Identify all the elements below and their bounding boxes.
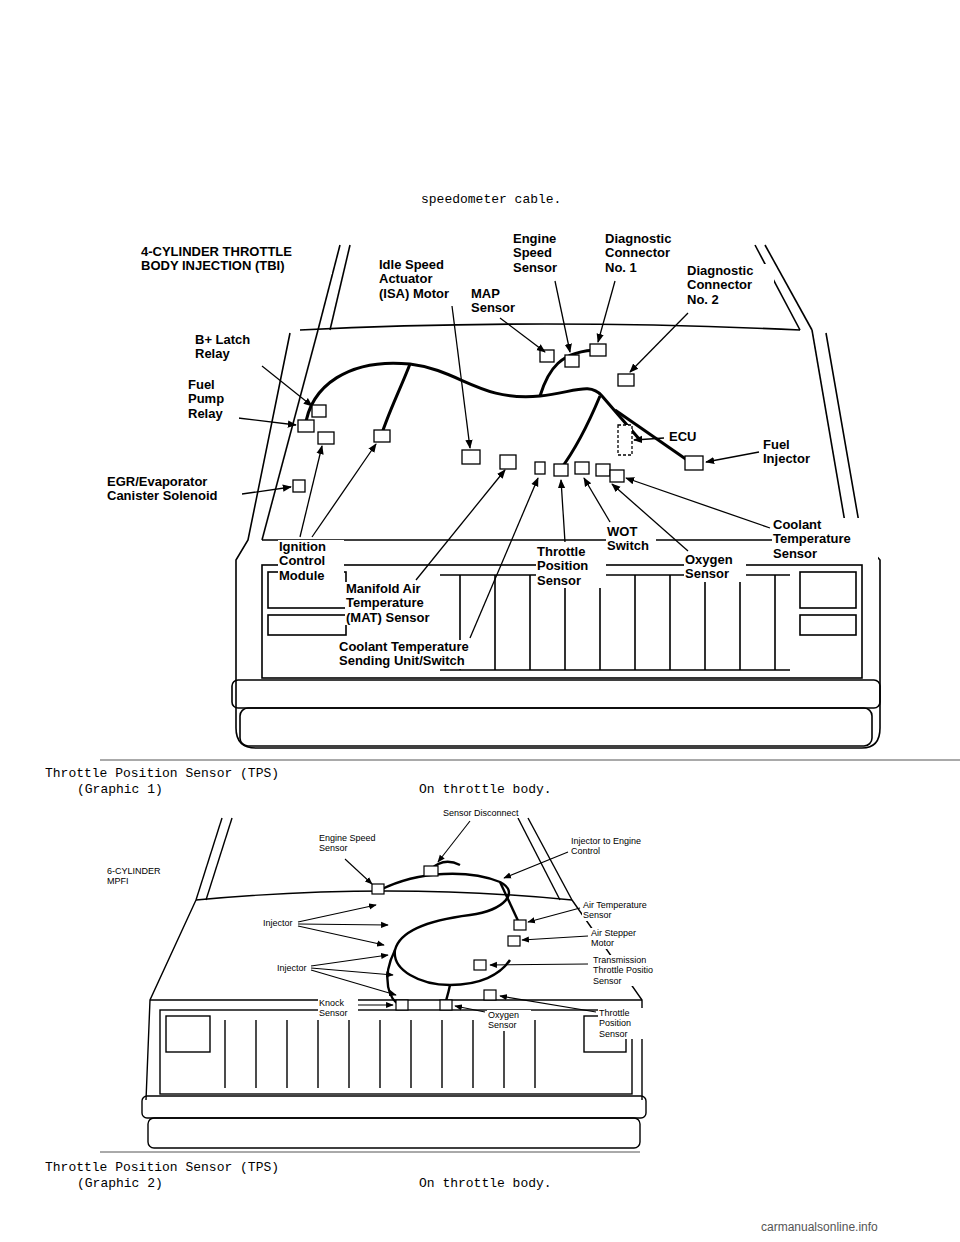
caption-text: On throttle body. <box>418 1176 553 1192</box>
part-label: Fuel Pump Relay <box>187 378 239 421</box>
part-label: Coolant Temperature Sensor <box>772 518 878 561</box>
part-label: Throttle Position Sensor <box>598 1008 648 1039</box>
part-label: Knock Sensor <box>318 998 358 1019</box>
part-label: Coolant Temperature Sending Unit/Switch <box>338 640 492 669</box>
part-label: Diagnostic Connector No. 2 <box>686 264 774 307</box>
rule-line <box>100 1152 640 1153</box>
part-label: B+ Latch Relay <box>194 333 268 362</box>
wiring-harness-1 <box>305 350 690 470</box>
leader-lines-2 <box>298 821 596 1012</box>
part-label: Engine Speed Sensor <box>318 833 380 854</box>
part-label: Throttle Position Sensor <box>536 545 606 588</box>
part-label: Injector to Engine Control <box>570 836 652 857</box>
part-label: Transmission Throttle Positio Sensor <box>592 955 666 986</box>
wiring-harness-2 <box>380 862 520 1005</box>
part-label: Idle Speed Actuator (ISA) Motor <box>378 258 460 301</box>
part-label: Injector <box>262 918 294 928</box>
part-label: Diagnostic Connector No. 1 <box>604 232 688 275</box>
part-label: MAP Sensor <box>470 287 522 316</box>
page-text: speedometer cable. <box>420 192 562 208</box>
caption-text: On throttle body. <box>418 782 553 798</box>
watermark: carmanualsonline.info <box>760 1220 879 1234</box>
part-label: Oxygen Sensor <box>684 553 746 582</box>
part-label: Fuel Injector <box>762 438 826 467</box>
leader-lines-1 <box>238 281 770 638</box>
part-label: EGR/Evaporator Canister Solenoid <box>106 475 242 504</box>
part-label: Sensor Disconnect <box>442 808 520 818</box>
part-label: Air Temperature Sensor <box>582 900 664 921</box>
vehicle-outline-1 <box>232 245 880 748</box>
caption-text: Throttle Position Sensor (TPS) (Graphic … <box>45 1160 310 1192</box>
part-label: Injector <box>276 963 308 973</box>
part-label: Manifold Air Temperature (MAT) Sensor <box>345 582 455 625</box>
part-label: Oxygen Sensor <box>487 1010 531 1031</box>
figure-title: 4-CYLINDER THROTTLE BODY INJECTION (TBI) <box>140 245 332 274</box>
harness-connectors-1 <box>293 344 703 492</box>
figure-title: 6-CYLINDER MPFI <box>106 866 172 887</box>
harness-connectors-2 <box>372 866 526 1010</box>
part-label: Ignition Control Module <box>278 540 344 583</box>
part-label: Engine Speed Sensor <box>512 232 582 275</box>
rule-line <box>100 760 960 761</box>
vehicle-outline-2 <box>142 818 646 1148</box>
part-label: ECU <box>668 430 697 444</box>
caption-text: Throttle Position Sensor (TPS) (Graphic … <box>45 766 310 798</box>
part-label: WOT Switch <box>606 525 656 554</box>
part-label: Air Stepper Motor <box>590 928 656 949</box>
